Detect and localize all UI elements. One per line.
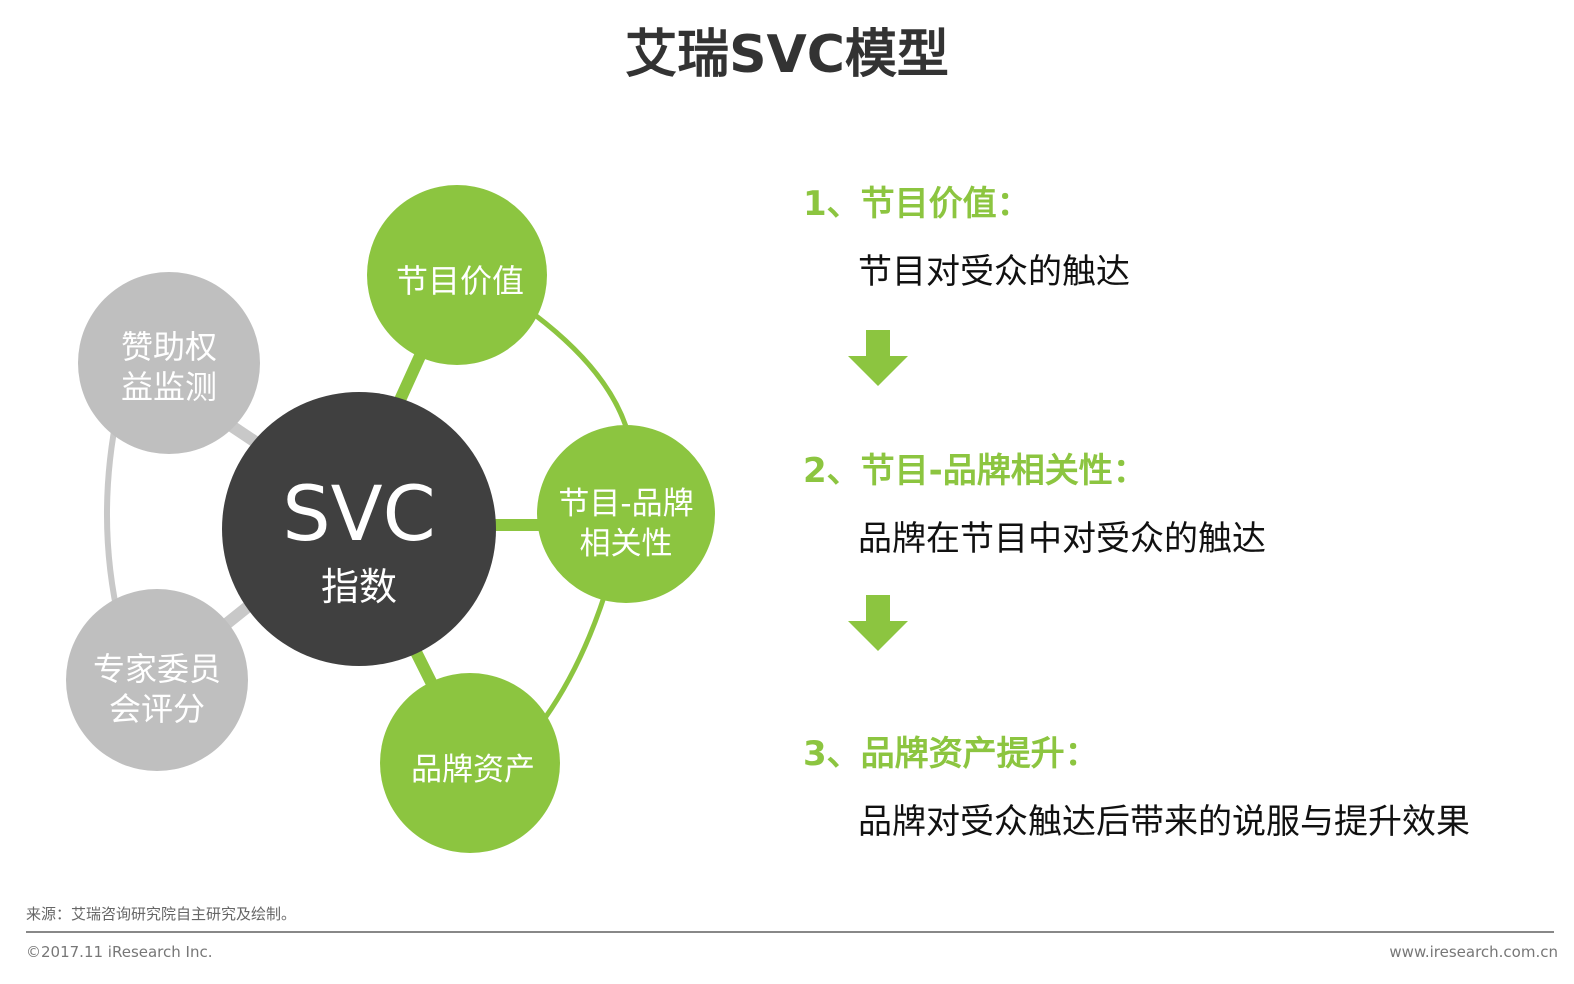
- svg-text:赞助权: 赞助权: [121, 328, 217, 366]
- arrow-down-icon: [848, 595, 908, 651]
- node-expert-score: 专家委员 会评分: [66, 589, 248, 771]
- node-brand-equity: 品牌资产: [380, 673, 560, 853]
- svg-text:益监测: 益监测: [121, 368, 217, 406]
- node-program-brand-relevance: 节目-品牌 相关性: [537, 425, 715, 603]
- svg-text:品牌资产: 品牌资产: [411, 752, 535, 788]
- svg-text:SVC: SVC: [282, 469, 435, 558]
- step-3-desc: 品牌对受众触达后带来的说服与提升效果: [858, 802, 1470, 842]
- node-svc-index: SVC 指数: [222, 392, 496, 666]
- svg-text:专家委员: 专家委员: [93, 650, 221, 688]
- svg-text:节目-品牌: 节目-品牌: [558, 486, 693, 522]
- step-1-desc: 节目对受众的触达: [858, 252, 1130, 292]
- copyright: ©2017.11 iResearch Inc.: [26, 943, 213, 961]
- source-note: 来源：艾瑞咨询研究院自主研究及绘制。: [26, 905, 297, 923]
- step-1-heading: 1、节目价值：: [803, 184, 1031, 224]
- step-3-heading: 3、品牌资产提升：: [803, 734, 1099, 774]
- gray-arc: [103, 409, 123, 626]
- svg-text:指数: 指数: [321, 565, 397, 609]
- svg-text:节目价值: 节目价值: [396, 262, 524, 300]
- node-sponsor-rights: 赞助权 益监测: [78, 272, 260, 454]
- node-program-value: 节目价值: [367, 185, 547, 365]
- svc-diagram: 赞助权 益监测 专家委员 会评分 节目价值 节目-品牌 相关性 品牌资产 SVC…: [66, 185, 715, 853]
- svg-text:会评分: 会评分: [109, 690, 205, 728]
- website: www.iresearch.com.cn: [1389, 943, 1558, 961]
- svg-text:相关性: 相关性: [580, 526, 673, 562]
- step-2-desc: 品牌在节目中对受众的触达: [858, 519, 1266, 559]
- connector: [221, 600, 254, 630]
- step-2-heading: 2、节目-品牌相关性：: [803, 451, 1147, 491]
- arrow-down-icon: [848, 330, 908, 386]
- footer-divider: [26, 931, 1554, 933]
- page-title: 艾瑞SVC模型: [625, 25, 949, 85]
